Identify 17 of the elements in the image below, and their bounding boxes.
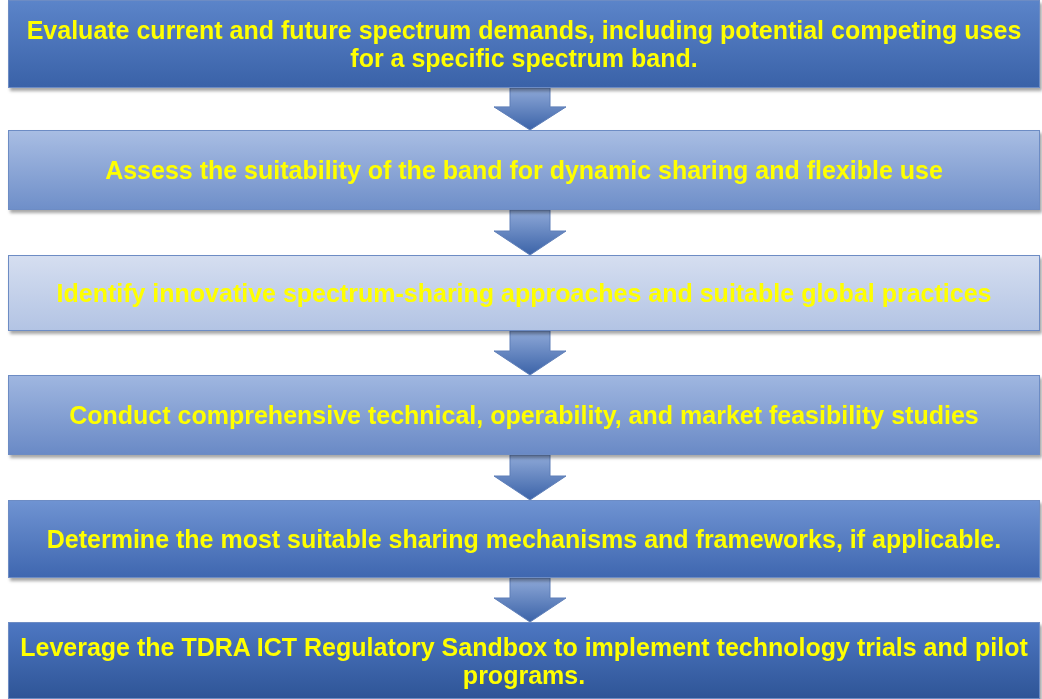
step-text: Leverage the TDRA ICT Regulatory Sandbox to implement technology trials and pilot programs.	[19, 632, 1029, 689]
step-box	[8, 255, 1040, 331]
step-box	[8, 500, 1040, 578]
step-text: Determine the most suitable sharing mechanisms and frameworks, if applicable.	[45, 525, 1003, 553]
block-arrow	[493, 87, 567, 131]
step-text: Identify innovative spectrum-sharing approaches and suitable global practices	[55, 279, 993, 307]
block-arrow	[493, 330, 567, 376]
step-box	[8, 622, 1040, 699]
step-box	[8, 130, 1040, 210]
step-text: Assess the suitability of the band for dynamic sharing and flexible use	[104, 156, 944, 184]
step-box	[8, 0, 1040, 88]
step-text: Evaluate current and future spectrum demands, including potential competing uses for a specific spectrum band.	[25, 16, 1023, 72]
block-arrow	[493, 209, 567, 256]
step-box	[8, 375, 1040, 455]
block-arrow	[493, 577, 567, 623]
block-arrow	[493, 454, 567, 501]
step-text: Conduct comprehensive technical, operability, and market feasibility studies	[68, 401, 980, 429]
